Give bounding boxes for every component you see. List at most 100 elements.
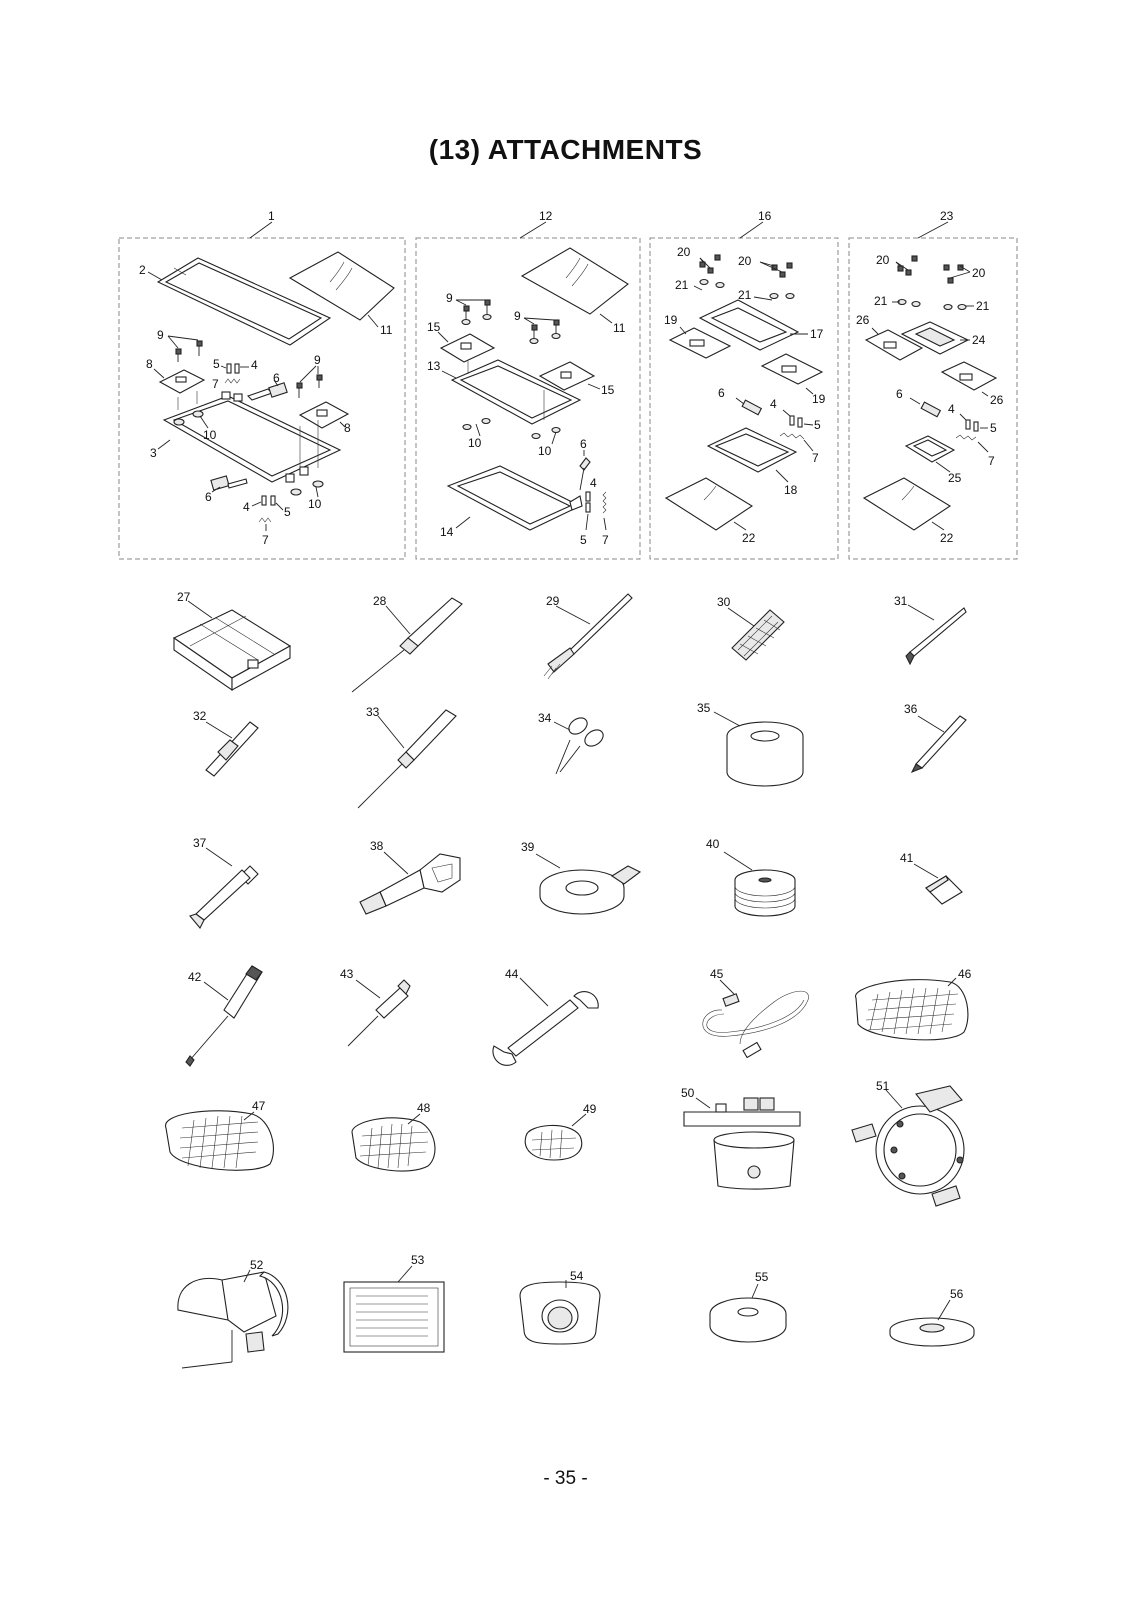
embroidery-sheet-large: 46	[855, 967, 972, 1041]
label-19b: 19	[812, 392, 826, 406]
label-50: 50	[681, 1086, 695, 1100]
label-44: 44	[505, 967, 519, 981]
label-6d: 6	[718, 386, 725, 400]
label-4e: 4	[948, 402, 955, 416]
label-49: 49	[583, 1102, 597, 1116]
small-package: 41	[900, 851, 963, 905]
inner-frame	[156, 257, 332, 346]
label-9c: 9	[446, 291, 453, 305]
screws	[175, 340, 203, 362]
needle-set-case: 53	[343, 1253, 445, 1353]
label-43: 43	[340, 967, 354, 981]
label-28: 28	[373, 594, 387, 608]
label-20b: 20	[738, 254, 752, 268]
bobbin-thread-spool: 40	[706, 837, 796, 917]
label-21c: 21	[874, 294, 888, 308]
label-26b: 26	[990, 393, 1004, 407]
label-1: 1	[268, 209, 275, 223]
label-51: 51	[876, 1079, 890, 1093]
label-55: 55	[755, 1270, 769, 1284]
scissors: 34	[538, 711, 604, 775]
label-5a: 5	[213, 357, 220, 371]
label-48: 48	[417, 1101, 431, 1115]
label-11: 11	[380, 323, 393, 337]
label-14: 14	[440, 525, 454, 539]
flat-screwdriver: 42	[185, 965, 263, 1067]
label-12: 12	[539, 209, 553, 223]
label-39: 39	[521, 840, 535, 854]
label-19a: 19	[664, 313, 678, 327]
label-27: 27	[177, 590, 191, 604]
label-5e: 5	[990, 421, 997, 435]
label-4b: 4	[243, 500, 250, 514]
label-21b: 21	[738, 288, 752, 302]
accessory-case: 27	[172, 590, 292, 692]
label-10d: 10	[538, 444, 552, 458]
label-21a: 21	[675, 278, 689, 292]
embroidery-sheet-extra-small: 49	[524, 1102, 597, 1161]
bobbin-thread-roll: 35	[697, 701, 804, 787]
outer-frame	[162, 391, 342, 483]
label-30: 30	[717, 595, 731, 609]
label-4c: 4	[590, 476, 597, 490]
label-46: 46	[958, 967, 972, 981]
label-2: 2	[139, 263, 146, 277]
label-20d: 20	[972, 266, 986, 280]
label-35: 35	[697, 701, 711, 715]
label-7b: 7	[262, 533, 269, 547]
spool-cap-flat: 56	[889, 1287, 975, 1347]
label-4d: 4	[770, 397, 777, 411]
seam-ripper: 38	[359, 839, 461, 915]
label-16: 16	[758, 209, 772, 223]
label-5b: 5	[284, 505, 291, 519]
label-22b: 22	[940, 531, 954, 545]
embroidery-sheet	[288, 251, 395, 321]
label-20a: 20	[677, 245, 691, 259]
label-6c: 6	[580, 437, 587, 451]
label-41: 41	[900, 851, 914, 865]
hoop-set-small: 16 20 20 21 21 17 19 1	[649, 209, 839, 560]
label-32: 32	[193, 709, 207, 723]
label-9b: 9	[314, 353, 321, 367]
hex-key: 37	[189, 836, 259, 929]
label-8b: 8	[344, 421, 351, 435]
label-5d: 5	[814, 418, 821, 432]
label-6b: 6	[205, 490, 212, 504]
label-3: 3	[150, 446, 157, 460]
label-15a: 15	[427, 320, 441, 334]
label-9a: 9	[157, 328, 164, 342]
label-13: 13	[427, 359, 441, 373]
embroidery-sheet-small: 48	[351, 1101, 436, 1172]
bobbin-cover-washer: 39	[521, 840, 642, 915]
bobbin-case-plate: 54	[519, 1269, 601, 1345]
label-22a: 22	[742, 531, 756, 545]
label-31: 31	[894, 594, 908, 608]
spool-pin: 32	[193, 709, 259, 777]
usb-cable: 45	[702, 967, 809, 1059]
cap-frame: 51	[851, 1079, 965, 1207]
label-56: 56	[950, 1287, 964, 1301]
page-title: (13) ATTACHMENTS	[428, 134, 703, 165]
label-23: 23	[940, 209, 954, 223]
label-42: 42	[188, 970, 202, 984]
label-26a: 26	[856, 313, 870, 327]
label-15b: 15	[601, 383, 615, 397]
label-33: 33	[366, 705, 380, 719]
label-6e: 6	[896, 387, 903, 401]
cleaning-brush: 29	[543, 593, 633, 680]
needle-inserter: 43	[340, 967, 411, 1047]
label-10a: 10	[203, 428, 217, 442]
hoop-set-large: 1 2 11 9 8	[118, 209, 406, 560]
spool-cap-large: 55	[709, 1270, 787, 1343]
label-36: 36	[904, 702, 918, 716]
label-53: 53	[411, 1253, 425, 1267]
label-7a: 7	[212, 377, 219, 391]
hoop-set-medium: 12 11 9 9 15 13	[415, 209, 641, 560]
label-21d: 21	[976, 299, 990, 313]
spanner-wrench: 44	[492, 967, 599, 1066]
label-29: 29	[546, 594, 560, 608]
tweezers: 31	[894, 594, 967, 666]
label-6a: 6	[273, 371, 280, 385]
label-37: 37	[193, 836, 207, 850]
